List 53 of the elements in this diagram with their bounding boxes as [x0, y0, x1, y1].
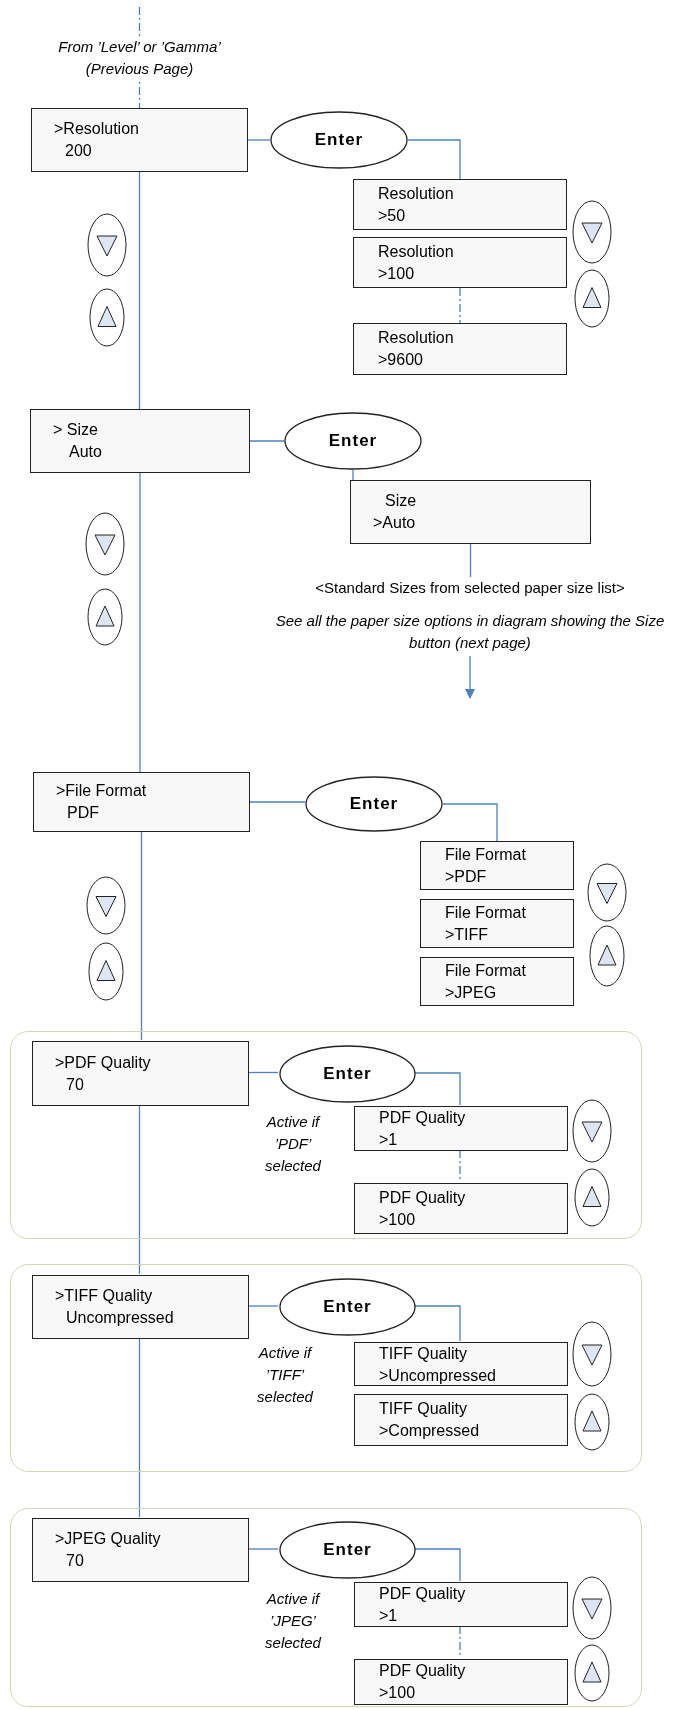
connector-line: [249, 801, 306, 803]
note-text: See all the paper size options in diagram showing the Size button (next page): [255, 610, 685, 656]
display-box: File Format >TIFF: [420, 899, 574, 948]
display-box: PDF Quality >100: [354, 1183, 568, 1234]
display-box: >TIFF Quality Uncompressed: [32, 1275, 249, 1339]
connector-line: [140, 831, 143, 1041]
note-text: Active if ’JPEG’ selected: [264, 1589, 322, 1653]
display-box: PDF Quality >1: [354, 1106, 568, 1151]
display-box: TIFF Quality >Uncompressed: [354, 1342, 568, 1386]
enter-button: Enter: [270, 111, 408, 169]
note-text: Active if ’TIFF’ selected: [256, 1343, 314, 1407]
connector-line: [459, 287, 461, 324]
connector-line: [469, 543, 472, 578]
display-box: > Size Auto: [30, 409, 250, 473]
arrow: [465, 655, 475, 699]
connector-line: [247, 1548, 279, 1550]
connector-line: [442, 803, 498, 842]
display-box: TIFF Quality >Compressed: [354, 1394, 568, 1446]
connector-line: [138, 1104, 141, 1275]
note-text: Active if ’PDF’ selected: [264, 1112, 322, 1176]
group-panel: [10, 1031, 642, 1239]
display-box: File Format >PDF: [420, 841, 574, 890]
display-box: PDF Quality >100: [354, 1659, 568, 1705]
display-box: >Resolution 200: [31, 108, 248, 172]
display-box: >PDF Quality 70: [32, 1041, 249, 1106]
display-box: Resolution >50: [353, 179, 567, 230]
display-box: PDF Quality >1: [354, 1582, 568, 1627]
connector-line: [407, 139, 461, 180]
connector-line: [249, 440, 285, 442]
note-text: <Standard Sizes from selected paper size list>: [255, 577, 685, 601]
enter-button: Enter: [279, 1045, 416, 1103]
connector-line: [247, 139, 271, 141]
group-panel: [10, 1508, 642, 1707]
enter-button: Enter: [279, 1521, 416, 1579]
group-panel: [10, 1264, 642, 1472]
display-box: File Format >JPEG: [420, 957, 574, 1006]
display-box: Size >Auto: [350, 480, 591, 544]
display-box: Resolution >9600: [353, 323, 567, 375]
display-box: >JPEG Quality 70: [32, 1518, 249, 1582]
display-box: Resolution >100: [353, 237, 567, 288]
connector-line: [138, 1337, 141, 1518]
connector-line: [247, 1305, 279, 1307]
display-box: >File Format PDF: [33, 772, 250, 832]
enter-button: Enter: [284, 412, 422, 470]
connector-line: [352, 469, 354, 481]
enter-button: Enter: [305, 776, 443, 832]
connector-line: [138, 171, 141, 410]
connector-line: [414, 1548, 461, 1582]
connector-line: [414, 1072, 461, 1106]
connector-line: [247, 1071, 279, 1074]
connector-line: [139, 472, 141, 773]
connector-line: [414, 1305, 461, 1342]
enter-button: Enter: [279, 1278, 416, 1336]
